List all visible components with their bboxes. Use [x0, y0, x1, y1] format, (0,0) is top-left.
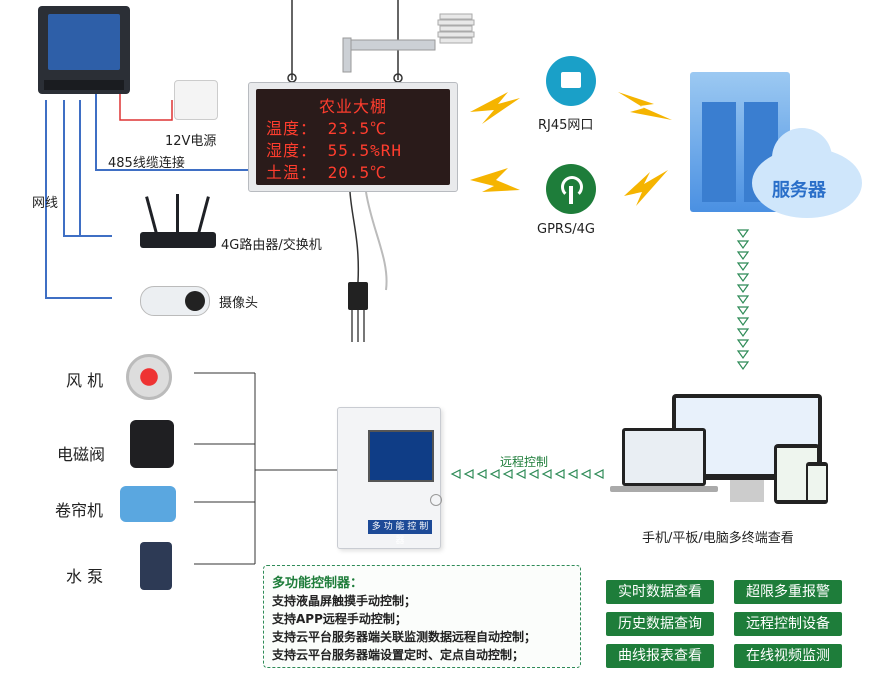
network-cable-label: 网线: [32, 196, 59, 211]
router-label: 4G路由器/交换机: [221, 238, 322, 253]
left-arrow-icon: [541, 469, 552, 479]
left-arrow-icon: [502, 469, 513, 479]
water-pump-icon: [140, 542, 172, 590]
info-line: 支持云平台服务器端关联监测数据远程自动控制；: [272, 630, 537, 644]
left-arrow-icon: [450, 469, 461, 479]
controller-feature-box: 多功能控制器： 支持液晶屏触摸手动控制； 支持APP远程手动控制； 支持云平台服…: [263, 565, 581, 668]
info-line: 支持液晶屏触摸手动控制；: [272, 594, 417, 608]
laptop-icon: [622, 428, 706, 486]
router-antenna-icon: [176, 194, 179, 234]
router-icon: [140, 232, 216, 248]
left-arrow-icon: [489, 469, 500, 479]
solenoid-valve-icon: [130, 420, 174, 468]
down-arrow-icon: [736, 229, 750, 239]
gateway-device: [38, 6, 130, 94]
power-adapter: [174, 80, 218, 120]
devices-label: 手机/平板/电脑多终端查看: [642, 531, 794, 546]
left-arrow-icon: [528, 469, 539, 479]
left-arrow-icon: [567, 469, 578, 479]
down-arrow-icon: [736, 361, 750, 371]
left-arrow-icon: [593, 469, 604, 479]
monitor-stand: [730, 480, 764, 502]
led-title: 农业大棚: [318, 97, 387, 116]
actuator-label-curtain: 卷帘机: [55, 501, 104, 520]
actuator-label-pump: 水 泵: [66, 567, 104, 586]
info-line: 支持APP远程手动控制；: [272, 612, 407, 626]
remote-control-label: 远程控制: [500, 455, 549, 469]
fan-icon: [126, 354, 172, 400]
down-arrow-icon: [736, 328, 750, 338]
actuator-label-fan: 风 机: [66, 371, 104, 390]
feature-alarm: 超限多重报警: [734, 580, 842, 604]
cloud-icon: [772, 128, 832, 188]
feature-chart-report: 曲线报表查看: [606, 644, 714, 668]
camera-icon: [140, 286, 210, 316]
down-arrow-icon: [736, 317, 750, 327]
gprs-label: GPRS/4G: [537, 222, 595, 237]
curtain-motor-icon: [120, 486, 176, 522]
down-arrow-icon: [736, 295, 750, 305]
left-arrow-icon: [515, 469, 526, 479]
left-arrow-icon: [476, 469, 487, 479]
controller-screen: [368, 430, 434, 482]
camera-label: 摄像头: [219, 296, 259, 311]
feature-remote-control: 远程控制设备: [734, 612, 842, 636]
rj45-label: RJ45网口: [538, 118, 594, 133]
led-line-temperature: 温度： 23.5℃: [266, 119, 388, 138]
info-title: 多功能控制器：: [272, 576, 364, 591]
power-label: 12V电源: [165, 134, 217, 149]
down-arrow-icon: [736, 273, 750, 283]
phone-icon: [806, 462, 828, 504]
led-line-humidity: 湿度： 55.5%RH: [266, 141, 403, 160]
down-arrow-icon: [736, 284, 750, 294]
controller-caption: 多 功 能 控 制 器: [368, 520, 432, 546]
info-line: 支持云平台服务器端设置定时、定点自动控制；: [272, 648, 525, 662]
down-arrow-icon: [736, 306, 750, 316]
left-arrow-icon: [580, 469, 591, 479]
multi-function-controller: 多 功 能 控 制 器: [337, 407, 442, 549]
down-arrow-icon: [736, 262, 750, 272]
gprs-antenna-icon: [546, 164, 596, 214]
actuator-label-valve: 电磁阀: [57, 445, 106, 464]
led-line-soil-temp: 土温： 20.5℃: [266, 163, 388, 182]
down-arrow-icon: [736, 251, 750, 261]
feature-history-query: 历史数据查询: [606, 612, 714, 636]
left-arrow-icon: [554, 469, 565, 479]
feature-realtime-data: 实时数据查看: [606, 580, 714, 604]
led-display-board: 农业大棚 温度： 23.5℃ 湿度： 55.5%RH 土温： 20.5℃: [248, 82, 458, 192]
down-arrow-icon: [736, 350, 750, 360]
left-arrow-icon: [463, 469, 474, 479]
server-label: 服务器: [772, 180, 826, 201]
down-arrow-icon: [736, 339, 750, 349]
rj45-icon: [546, 56, 596, 106]
down-arrow-icon: [736, 240, 750, 250]
laptop-base: [610, 486, 718, 492]
cable-485-label: 485线缆连接: [108, 156, 185, 171]
feature-video-monitor: 在线视频监测: [734, 644, 842, 668]
